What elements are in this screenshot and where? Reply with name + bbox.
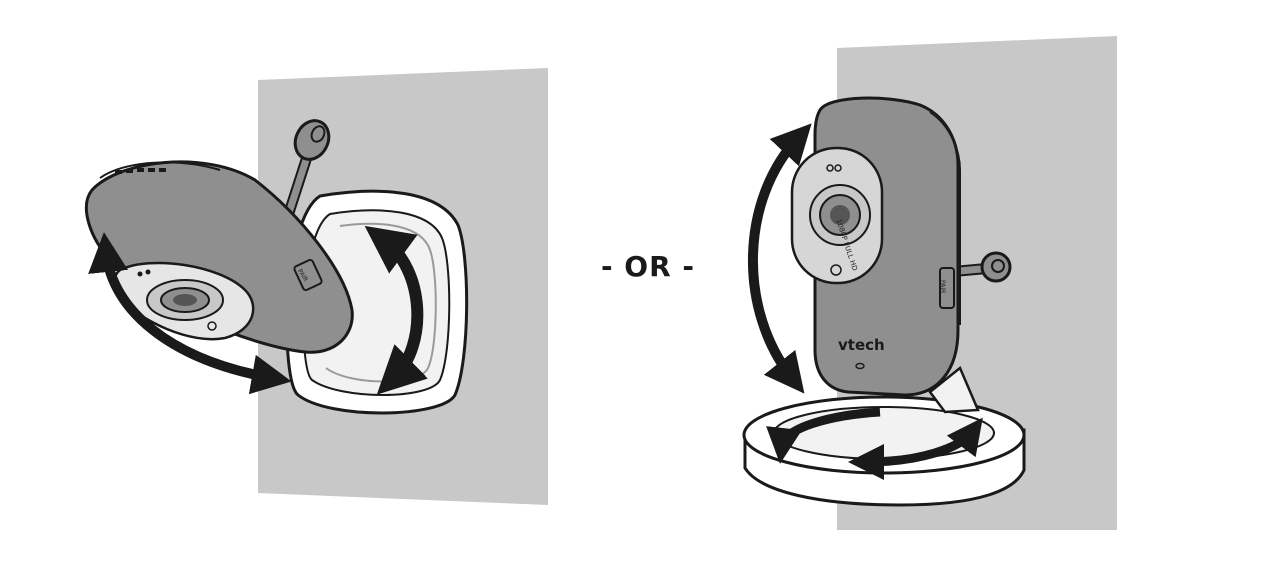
- or-divider-label: - OR -: [600, 250, 696, 283]
- vent-slots: [115, 168, 166, 174]
- rotation-arrow-icon: [747, 123, 812, 394]
- rotation-arrow-icon: [766, 407, 881, 464]
- rotation-arrow-icon: [364, 225, 428, 395]
- brand-logo-text: vtech: [838, 336, 885, 354]
- rotation-arrow-icon: [88, 232, 292, 395]
- pair-button-label-right: PAIR: [939, 280, 946, 294]
- desk-mounted-camera-illustration: [742, 36, 1117, 530]
- rotation-arrow-icon: [848, 417, 983, 480]
- wall-mounted-camera-illustration: [84, 68, 548, 505]
- camera-body-right: [790, 96, 961, 397]
